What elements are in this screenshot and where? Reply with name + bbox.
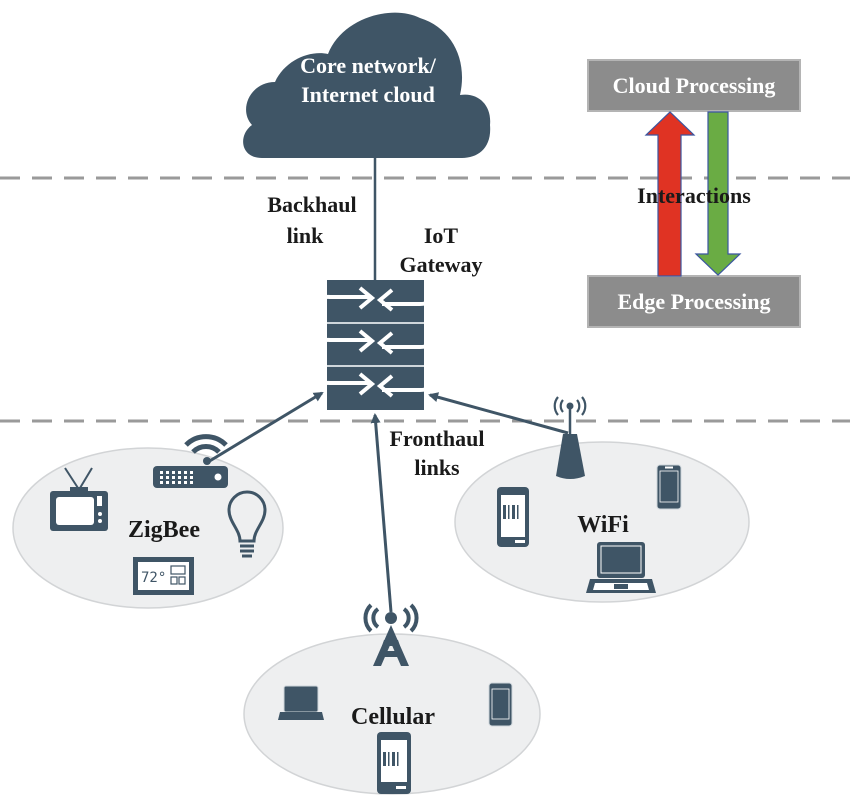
zigbee-router-icon [153, 466, 228, 488]
zigbee-network: ZigBee 72° [50, 434, 267, 595]
cellular-smartphone-icon [488, 682, 513, 727]
iot-gateway-icon [319, 280, 431, 410]
cloud-label-line1: Core network/ [300, 53, 437, 78]
thermostat-icon: 72° [133, 557, 194, 595]
processing-legend: Cloud Processing Edge Processing Interac… [587, 59, 801, 328]
gateway-label-line1: IoT [424, 223, 459, 248]
backhaul-label-line1: Backhaul [267, 192, 356, 217]
upload-arrow [644, 111, 696, 277]
light-bulb-icon [227, 490, 267, 558]
tv-icon [50, 467, 108, 531]
zigbee-signal-icon [184, 434, 228, 454]
download-arrow [694, 111, 742, 276]
fronthaul-label-line1: Fronthaul [390, 426, 485, 451]
wifi-network: WiFi [497, 396, 682, 593]
cell-tower-icon [363, 603, 419, 666]
wifi-label: WiFi [577, 512, 629, 538]
edge-processing-box [587, 275, 801, 328]
edge-processing-label: Edge Processing [618, 289, 771, 314]
smartphone-icon [656, 464, 682, 510]
wifi-access-point-icon [553, 396, 587, 479]
cellular-network: Cellular [278, 603, 513, 794]
cellular-label: Cellular [351, 704, 435, 730]
interactions-label: Interactions [637, 183, 751, 208]
fronthaul-label-line2: links [414, 455, 460, 480]
cellular-smartphone-barcode-icon [377, 732, 411, 794]
zigbee-label: ZigBee [128, 517, 200, 543]
fronthaul-link-zigbee [207, 391, 324, 464]
thermostat-reading: 72° [141, 570, 166, 586]
gateway-label-line2: Gateway [399, 252, 482, 277]
fronthaul-link-cellular [370, 413, 393, 613]
cloud-label-line2: Internet cloud [301, 82, 435, 107]
cloud-processing-box [587, 59, 801, 112]
cellular-laptop-icon [278, 685, 324, 720]
smartphone-barcode-icon [497, 487, 529, 547]
fronthaul-link-wifi [428, 392, 569, 435]
laptop-icon [586, 542, 656, 593]
cloud-processing-label: Cloud Processing [613, 73, 776, 98]
core-network-cloud: Core network/ Internet cloud [243, 12, 491, 158]
backhaul-label-line2: link [287, 223, 324, 248]
